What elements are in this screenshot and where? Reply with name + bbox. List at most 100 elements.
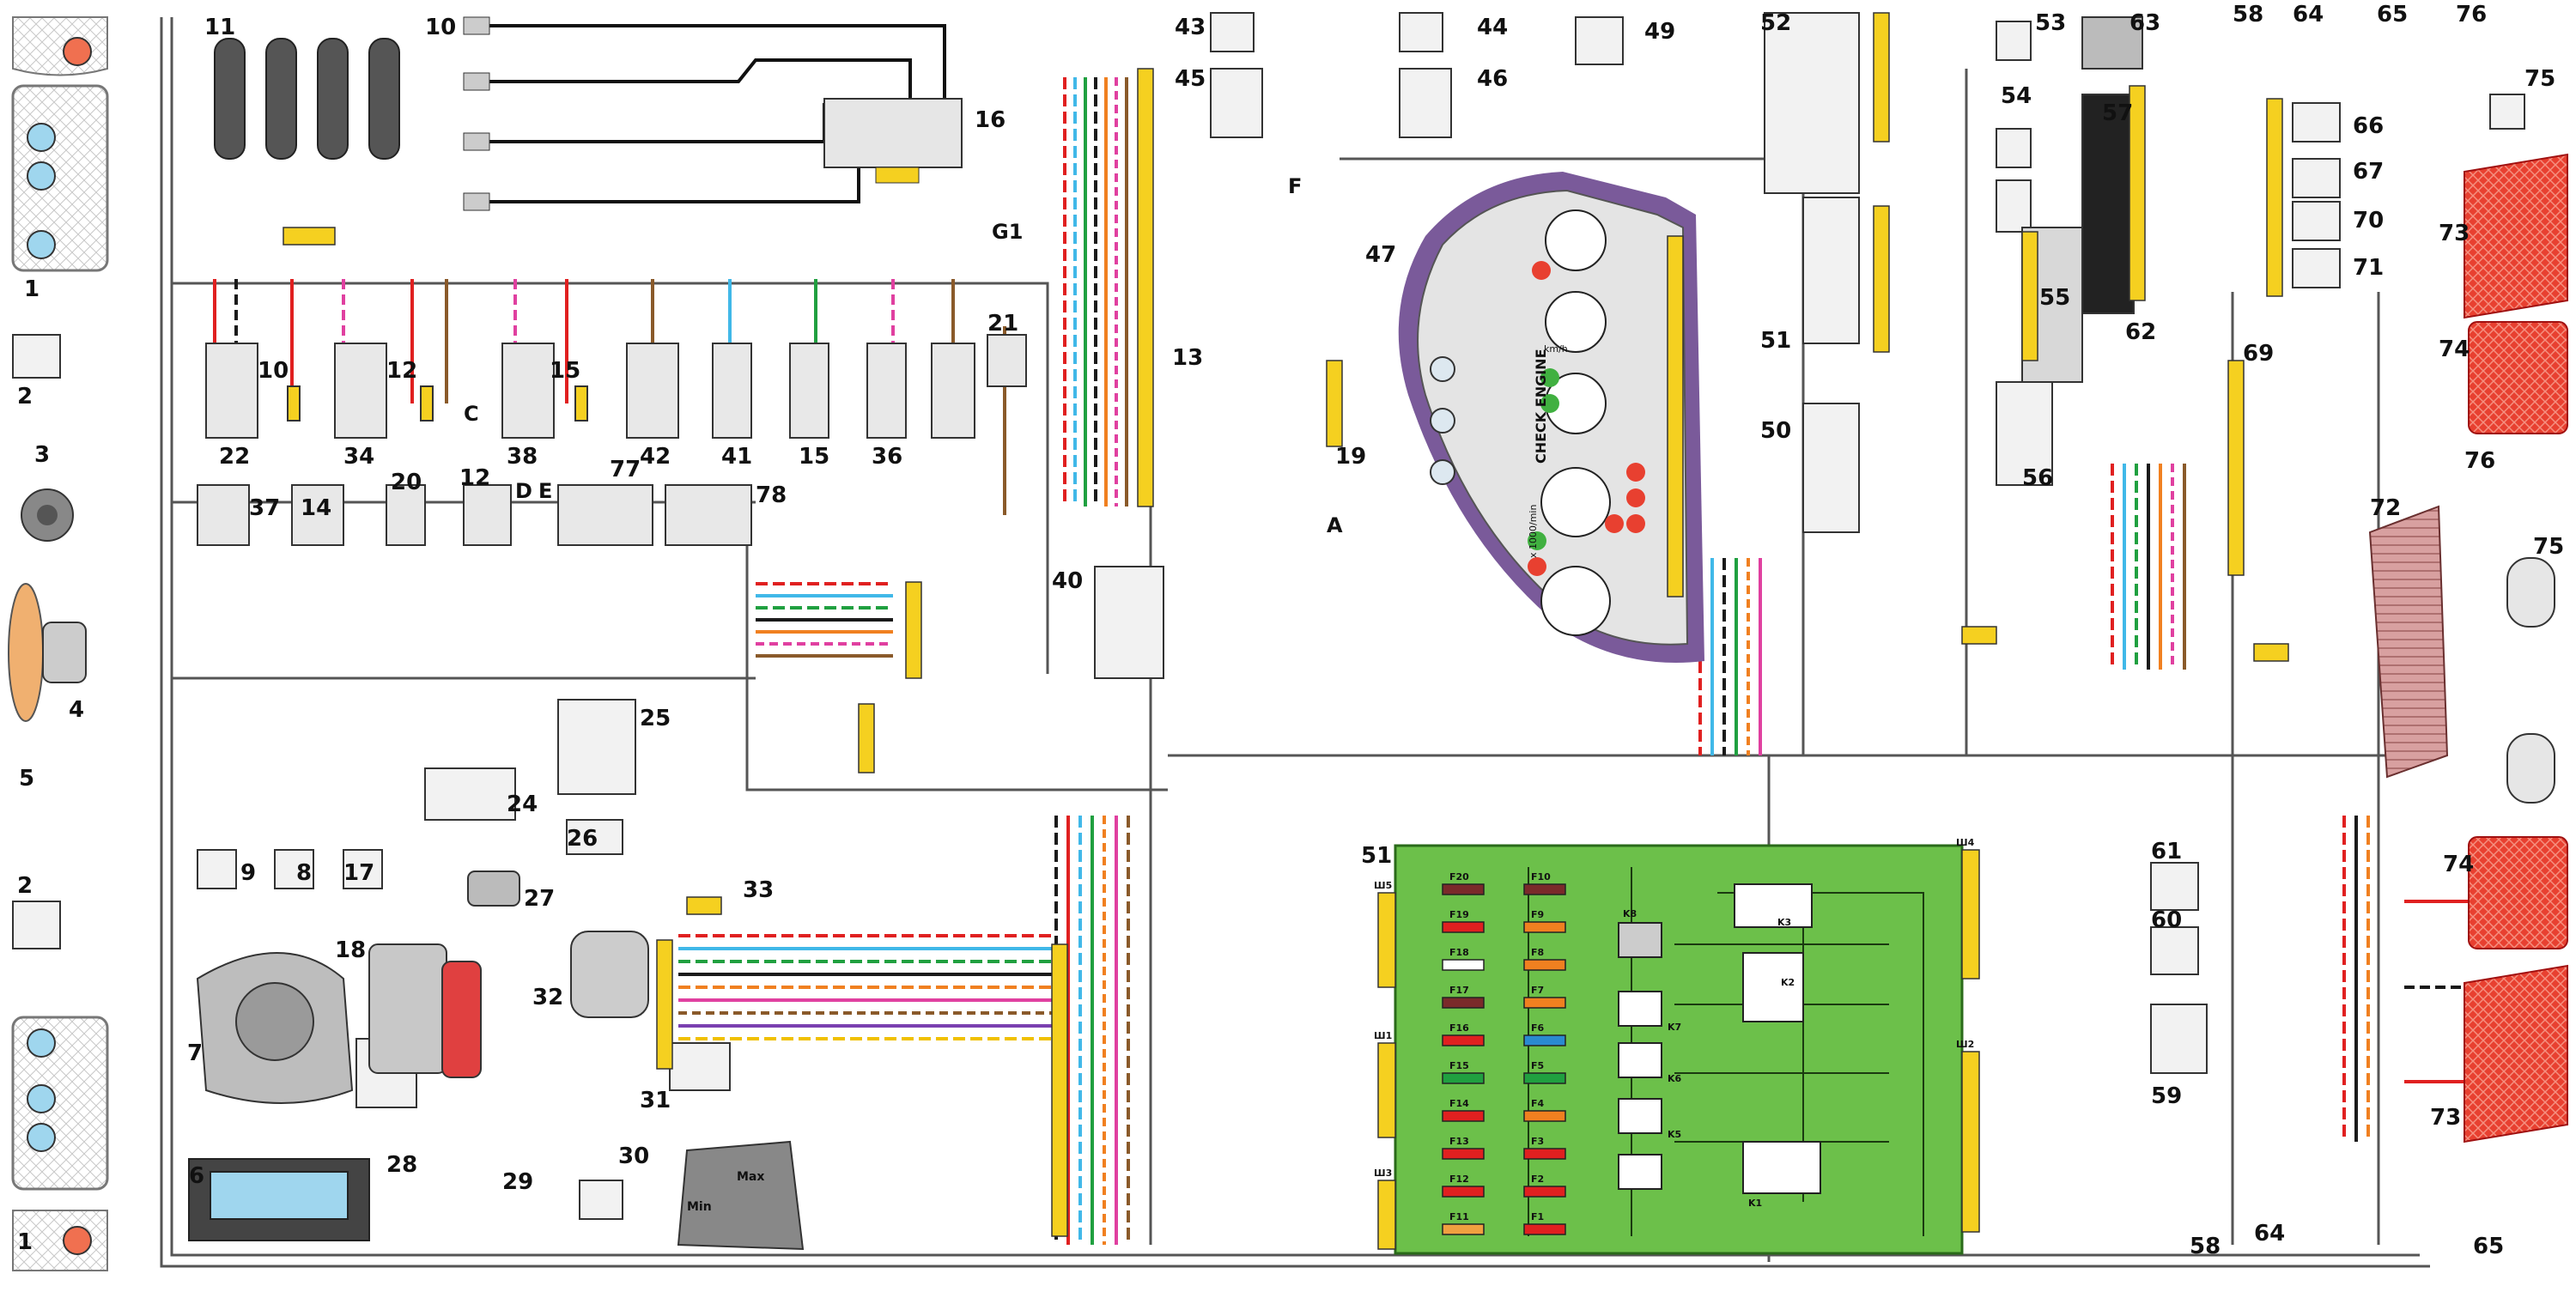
- headlight-bottom: [11, 1016, 109, 1271]
- fuse-label-f2: F2: [1531, 1174, 1544, 1185]
- wiper-motor: [570, 931, 649, 1018]
- relay-k3-label: K3: [1777, 917, 1791, 928]
- number-60: 60: [2151, 907, 2182, 933]
- number-40: 40: [1052, 568, 1083, 594]
- fuse-label-f1: F1: [1531, 1211, 1544, 1222]
- number-72-top: 73: [2439, 221, 2470, 246]
- fuse-label-f20: F20: [1449, 871, 1469, 883]
- number-75-top: 76: [2456, 2, 2487, 27]
- fuse-f9: [1523, 921, 1566, 933]
- number-69: 70: [2353, 208, 2384, 234]
- fuse-label-f13: F13: [1449, 1136, 1469, 1147]
- kmh-label: km/h: [1544, 343, 1568, 355]
- point-f: F: [1288, 174, 1302, 198]
- number-77: 78: [756, 482, 787, 508]
- number-18: 18: [335, 937, 366, 963]
- point-labels: A C D E F G1: [464, 174, 1343, 537]
- number-43: 43: [1175, 15, 1206, 40]
- tail-light-top: [2464, 153, 2568, 434]
- number-1-bottom: 1: [17, 1229, 33, 1255]
- number-61: 61: [2151, 839, 2182, 864]
- number-49: 49: [1644, 19, 1675, 45]
- point-d: D: [515, 479, 532, 503]
- fuse-f4: [1523, 1110, 1566, 1122]
- number-28: 28: [386, 1152, 417, 1178]
- fuse-f6: [1523, 1034, 1566, 1046]
- number-12-bottom: 12: [459, 465, 490, 491]
- number-50: 50: [1760, 418, 1791, 444]
- wire-bundle-mid: [756, 582, 893, 658]
- connector-sh5: Ш5: [1374, 880, 1392, 891]
- number-42: 42: [640, 444, 671, 470]
- battery: [188, 1158, 370, 1241]
- fuse-label-f8: F8: [1531, 947, 1544, 958]
- relay-k7-label: K7: [1668, 1022, 1681, 1033]
- number-7: 7: [187, 1040, 203, 1066]
- gauge-max-label: Max: [737, 1170, 764, 1184]
- fuse-f5: [1523, 1072, 1566, 1084]
- connector-sh4: Ш4: [1956, 837, 1975, 848]
- number-41: 41: [721, 444, 752, 470]
- fuse-label-f10: F10: [1531, 871, 1551, 883]
- number-16: 16: [975, 107, 1005, 133]
- fuse-label-f4: F4: [1531, 1098, 1545, 1109]
- number-53: 53: [2035, 10, 2066, 36]
- number-63: 63: [2129, 10, 2160, 36]
- radiator-fan: [8, 583, 87, 722]
- fuse-label-f18: F18: [1449, 947, 1469, 958]
- wire-bundle-lower-right: [2342, 816, 2473, 1142]
- tail-light-bottom: [2464, 836, 2568, 1143]
- point-g1: G1: [992, 220, 1023, 244]
- number-34: 34: [343, 444, 374, 470]
- number-9: 9: [240, 860, 256, 886]
- instrument-cluster: [1398, 172, 1704, 663]
- number-45: 45: [1175, 66, 1206, 92]
- yellow-connectors: [656, 12, 2289, 1237]
- number-58-top: 58: [2233, 2, 2263, 27]
- number-72-bottom: 73: [2430, 1105, 2461, 1131]
- fuse-f11: [1442, 1223, 1485, 1235]
- wire-bundle-lower-left: [678, 934, 1056, 1040]
- connector-sh1: Ш1: [1374, 1030, 1392, 1041]
- number-10-relay: 10: [258, 358, 289, 384]
- horn-switch-top: [12, 334, 61, 379]
- horn-switch-bottom: [12, 901, 61, 949]
- fuse-f18: [1442, 959, 1485, 971]
- number-65-bottom: 65: [2473, 1234, 2504, 1259]
- fuse-label-f5: F5: [1531, 1060, 1544, 1071]
- number-4: 4: [69, 697, 84, 723]
- number-33: 33: [743, 877, 774, 903]
- number-31: 31: [640, 1088, 671, 1113]
- number-15-bottom: 15: [799, 444, 829, 470]
- component-number-labels: 1 1 2 2 3 4 5 6 7 8 9 10 10 11 12 12 13 …: [17, 2, 2564, 1259]
- fuse-label-f11: F11: [1449, 1211, 1469, 1222]
- number-74-bottom: 75: [2533, 534, 2564, 560]
- number-8: 8: [296, 860, 312, 886]
- number-73-bottom: 74: [2443, 852, 2474, 877]
- number-62: 62: [2125, 319, 2156, 345]
- number-51: 51: [1760, 328, 1791, 354]
- fuse-f2: [1523, 1186, 1566, 1198]
- fuse-label-f9: F9: [1531, 909, 1544, 920]
- number-11: 11: [204, 15, 235, 40]
- number-10-top: 10: [425, 15, 456, 40]
- connector-sh3: Ш3: [1374, 1168, 1392, 1179]
- number-55: 55: [2039, 285, 2070, 311]
- number-56: 56: [2022, 465, 2053, 491]
- fuse-box-number: 51: [1361, 843, 1392, 869]
- number-47: 47: [1365, 242, 1396, 268]
- fusebox-connectors: Ш5 Ш1 Ш3 Ш4 Ш2: [1374, 837, 1980, 1250]
- number-44: 44: [1477, 15, 1508, 40]
- point-c: C: [464, 402, 479, 426]
- number-5: 5: [19, 766, 34, 792]
- number-59: 59: [2151, 1083, 2182, 1109]
- number-68: 69: [2243, 341, 2274, 367]
- wire-bundle-right: [2111, 464, 2186, 670]
- fuse-f8: [1523, 959, 1566, 971]
- number-46: 46: [1477, 66, 1508, 92]
- number-2-bottom: 2: [17, 873, 33, 899]
- number-66: 66: [2353, 113, 2384, 139]
- fuse-f10: [1523, 883, 1566, 895]
- license-plate-lights: [2506, 557, 2555, 804]
- number-75-bottom: 76: [2464, 448, 2495, 474]
